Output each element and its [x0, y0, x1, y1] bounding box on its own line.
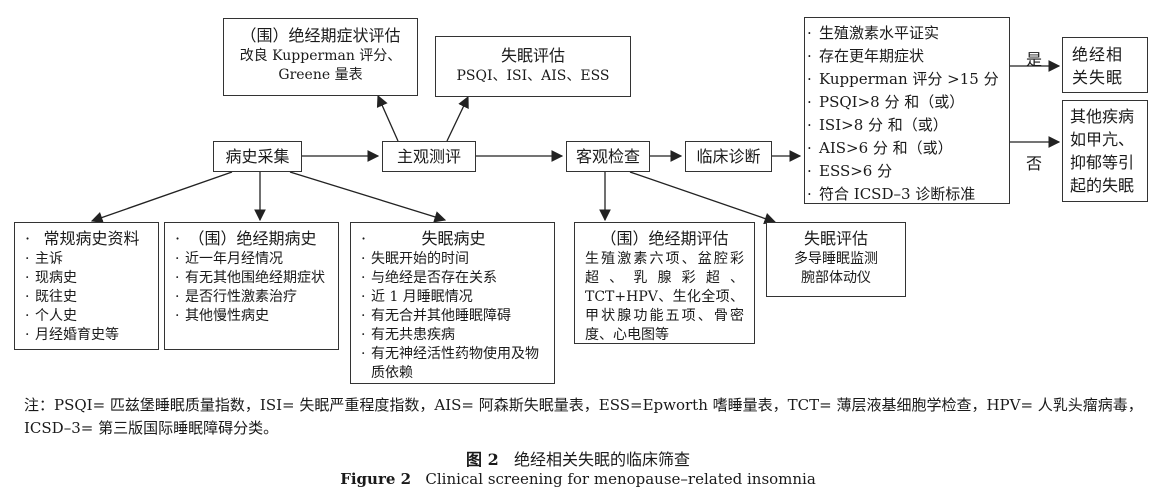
outcome-no-text: 其他疾病如甲亢、抑郁等引起的失眠 — [1070, 107, 1135, 195]
outcome-yes-text: 绝经相关失眠 — [1072, 45, 1124, 87]
insomnia-eval-top-line: PSQI、ISI、AIS、ESS — [456, 68, 610, 84]
insomnia-eval-bottom-title: 失眠评估 — [803, 229, 868, 248]
caption-en-text: Clinical screening for menopause–related… — [425, 470, 816, 488]
insomnia-history-item: 有无合并其他睡眠障碍 — [361, 307, 546, 326]
outcome-no-box: 其他疾病如甲亢、抑郁等引起的失眠 — [1062, 100, 1148, 202]
insomnia-eval-top-box: 失眠评估 PSQI、ISI、AIS、ESS — [435, 36, 631, 97]
clinical-diagnosis-label: 临床诊断 — [696, 147, 761, 166]
caption-cn: 图 2 绝经相关失眠的临床筛查 — [0, 446, 1156, 470]
routine-history-item: 月经婚育史等 — [25, 326, 158, 345]
insomnia-eval-bottom-box: 失眠评估 多导睡眠监测 腕部体动仪 — [766, 222, 906, 297]
routine-history-item: 现病史 — [25, 269, 158, 288]
menopause-history-item: 是否行性激素治疗 — [175, 288, 330, 307]
outcome-yes-box: 绝经相关失眠 — [1062, 37, 1148, 93]
subjective-eval-label: 主观测评 — [396, 147, 461, 166]
objective-exam-box: 客观检查 — [566, 141, 650, 172]
figure-note: 注：PSQI= 匹兹堡睡眠质量指数，ISI= 失眠严重程度指数，AIS= 阿森斯… — [24, 396, 1143, 437]
insomnia-history-title: 失眠病史 — [361, 228, 546, 250]
history-collection-label: 病史采集 — [225, 147, 290, 166]
routine-history-box: 常规病史资料 主诉 现病史 既往史 个人史 月经婚育史等 — [14, 222, 159, 350]
arrow-history-to-insomnia-history — [289, 171, 447, 223]
routine-history-item: 既往史 — [25, 288, 158, 307]
routine-history-item: 主诉 — [25, 250, 158, 269]
menopause-eval-box: （围）绝经期评估 生殖激素六项、盆腔彩超、乳腺彩超、TCT+HPV、生化全项、甲… — [574, 222, 755, 344]
menopause-symptom-eval-box: （围）绝经期症状评估 改良 Kupperman 评分、 Greene 量表 — [223, 18, 418, 96]
insomnia-eval-top-title: 失眠评估 — [500, 46, 565, 65]
insomnia-eval-bottom-line-1: 多导睡眠监测 — [794, 251, 878, 267]
menopause-symptom-eval-line-1: 改良 Kupperman 评分、 — [239, 48, 402, 64]
arrow-subjective-to-symptom-eval — [376, 94, 399, 142]
arrow-history-to-routine — [90, 171, 233, 224]
criteria-item: 存在更年期症状 — [805, 45, 1009, 68]
clinical-diagnosis-box: 临床诊断 — [685, 141, 772, 172]
insomnia-history-item: 失眠开始的时间 — [361, 250, 546, 269]
criteria-item: AIS>6 分 和（或） — [805, 137, 1009, 160]
menopause-eval-text: 生殖激素六项、盆腔彩超、乳腺彩超、TCT+HPV、生化全项、甲状腺功能五项、骨密… — [585, 251, 744, 343]
arrow-subjective-to-insomnia-eval-top — [446, 95, 469, 142]
menopause-history-item: 其他慢性病史 — [175, 307, 330, 326]
menopause-eval-title: （围）绝经期评估 — [600, 229, 729, 248]
insomnia-history-box: 失眠病史 失眠开始的时间 与绝经是否存在关系 近 1 月睡眠情况 有无合并其他睡… — [350, 222, 555, 384]
criteria-item: ESS>6 分 — [805, 160, 1009, 183]
criteria-item: 生殖激素水平证实 — [805, 22, 1009, 45]
caption-cn-text: 绝经相关失眠的临床筛查 — [513, 450, 690, 469]
menopause-symptom-eval-title: （围）绝经期症状评估 — [240, 26, 401, 45]
criteria-item: ISI>8 分 和（或） — [805, 114, 1009, 137]
caption-en-label: Figure 2 — [340, 470, 412, 488]
insomnia-history-item: 与绝经是否存在关系 — [361, 269, 546, 288]
diagnostic-criteria-box: 生殖激素水平证实 存在更年期症状 Kupperman 评分 >15 分 PSQI… — [804, 17, 1010, 206]
insomnia-eval-bottom-line-2: 腕部体动仪 — [801, 270, 871, 286]
caption-cn-label: 图 2 — [466, 450, 499, 469]
criteria-item: PSQI>8 分 和（或） — [805, 91, 1009, 114]
subjective-eval-box: 主观测评 — [382, 141, 476, 172]
routine-history-item: 个人史 — [25, 307, 158, 326]
caption-en: Figure 2 Clinical screening for menopaus… — [0, 470, 1156, 488]
history-collection-box: 病史采集 — [213, 141, 302, 172]
no-label: 否 — [1026, 154, 1043, 173]
menopause-history-box: （围）绝经期病史 近一年月经情况 有无其他围绝经期症状 是否行性激素治疗 其他慢… — [164, 222, 339, 350]
arrow-objective-to-insomnia-eval-bottom — [629, 171, 777, 225]
menopause-symptom-eval-line-2: Greene 量表 — [278, 67, 363, 83]
routine-history-title: 常规病史资料 — [25, 228, 158, 250]
yes-label: 是 — [1026, 50, 1043, 69]
objective-exam-label: 客观检查 — [575, 147, 640, 166]
menopause-history-item: 近一年月经情况 — [175, 250, 330, 269]
criteria-item: 符合 ICSD–3 诊断标准 — [805, 183, 1009, 206]
insomnia-history-item: 有无神经活性药物使用及物质依赖 — [361, 345, 546, 383]
insomnia-history-item: 有无共患疾病 — [361, 326, 546, 345]
menopause-history-title: （围）绝经期病史 — [175, 228, 330, 250]
insomnia-history-item: 近 1 月睡眠情况 — [361, 288, 546, 307]
criteria-item: Kupperman 评分 >15 分 — [805, 68, 1009, 91]
menopause-history-item: 有无其他围绝经期症状 — [175, 269, 330, 288]
